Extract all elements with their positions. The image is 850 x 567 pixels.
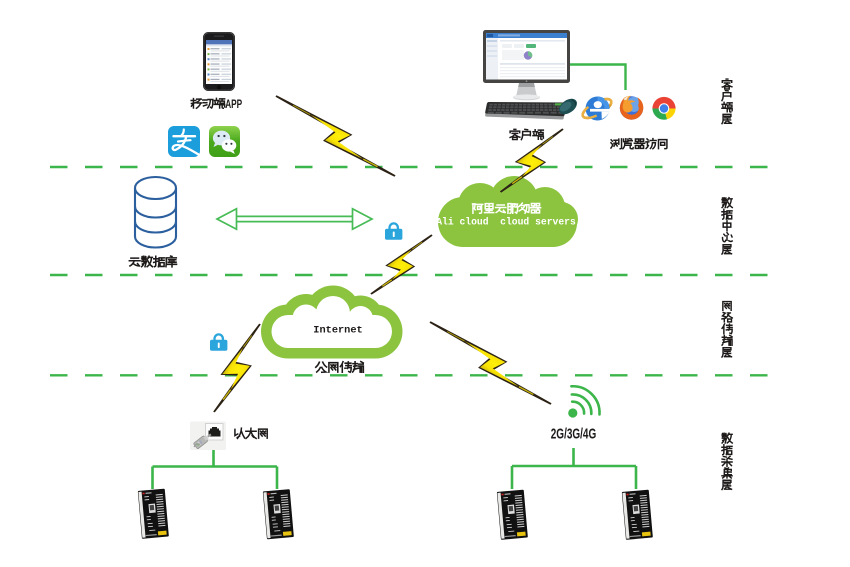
svg-text:Internet: Internet <box>313 325 362 337</box>
svg-text:Ali cloud cloud servers: Ali cloud cloud servers <box>436 217 576 228</box>
svg-text:2G/3G/4G: 2G/3G/4G <box>551 426 597 443</box>
svg-text:APP: APP <box>225 99 242 111</box>
